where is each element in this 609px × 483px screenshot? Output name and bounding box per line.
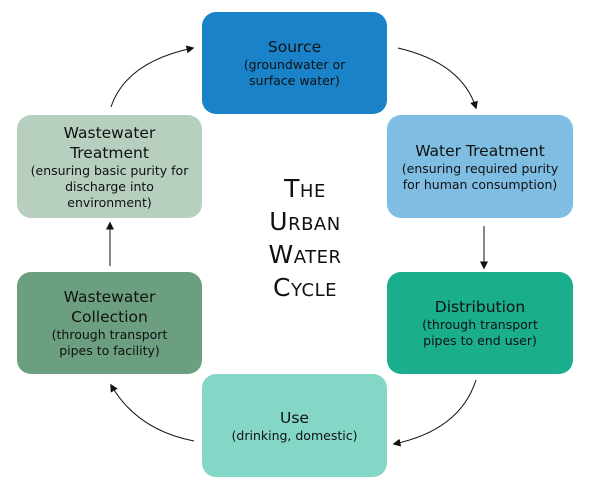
arrow-distribution-to-use	[392, 379, 477, 447]
arrow-use-to-collection	[110, 383, 195, 442]
node-collection-sub-line1: (through transport	[51, 327, 168, 342]
node-water-treatment-title: Water Treatment	[415, 141, 545, 160]
node-wastewater-sub-line2: discharge into environment)	[65, 178, 154, 210]
node-distribution-sub-line1: (through transport	[422, 317, 538, 332]
node-use: Use (drinking, domestic)	[202, 374, 387, 477]
node-wastewater-treatment: Wastewater Treatment (ensuring basic pur…	[17, 115, 202, 218]
node-collection-title-line1: Wastewater	[63, 288, 156, 306]
node-wastewater-sub-line1: (ensuring basic purity for	[30, 162, 189, 178]
node-source-sub-line2: surface water)	[249, 73, 340, 88]
node-distribution-sub-line2: pipes to end user)	[423, 333, 537, 348]
node-distribution-title: Distribution	[434, 298, 526, 316]
node-source-sub-line1: (groundwater or	[243, 57, 346, 72]
node-wastewater-title-line2: Treatment	[70, 143, 149, 162]
node-water-treatment-sub-line1: (ensuring required purity	[401, 160, 559, 176]
node-source-title: Source	[267, 38, 322, 56]
title-line-1: The	[284, 174, 326, 203]
title-line-2: Urban	[269, 207, 341, 236]
node-source: Source (groundwater or surface water)	[202, 12, 387, 114]
node-use-title: Use	[280, 408, 309, 427]
node-use-sub-line1: (drinking, domestic)	[231, 427, 358, 443]
diagram-title: The Urban Water Cycle	[225, 172, 385, 304]
title-line-4: Cycle	[273, 273, 337, 302]
arrow-source-to-treatment	[397, 47, 478, 110]
node-distribution: Distribution (through transport pipes to…	[387, 272, 573, 374]
node-wastewater-title-line1: Wastewater	[63, 123, 156, 142]
node-collection-title-line2: Collection	[71, 308, 148, 326]
title-line-3: Water	[268, 240, 342, 269]
node-wastewater-collection: Wastewater Collection (through transport…	[17, 272, 202, 374]
arrow-wastewater-to-source	[110, 45, 195, 108]
node-collection-sub-line2: pipes to facility)	[59, 343, 160, 358]
node-water-treatment: Water Treatment (ensuring required purit…	[387, 115, 573, 218]
node-water-treatment-sub-line2: for human consumption)	[402, 176, 558, 192]
